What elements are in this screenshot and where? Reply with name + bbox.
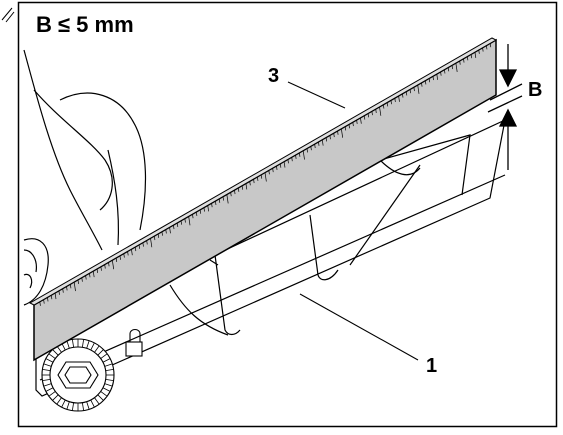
machine-housing-outline <box>23 49 147 306</box>
adjustment-knob <box>41 338 115 412</box>
leader-line-3 <box>287 81 346 109</box>
callout-b-label: B <box>528 79 542 101</box>
gap-dimension <box>487 44 523 170</box>
heading-label: B ≤ 5 mm <box>36 12 134 37</box>
blade-body <box>35 118 506 397</box>
callout-3-label: 3 <box>268 65 279 87</box>
callout-1-label: 1 <box>426 355 437 377</box>
leader-line-1 <box>299 293 419 361</box>
knob-teeth <box>42 339 114 411</box>
margin-sketch <box>1 7 15 23</box>
figure-frame <box>17 1 558 428</box>
ruler-scale-ticks <box>39 43 492 306</box>
lock-icon <box>125 328 143 357</box>
ruler <box>28 37 498 362</box>
leader-lines <box>287 81 419 361</box>
